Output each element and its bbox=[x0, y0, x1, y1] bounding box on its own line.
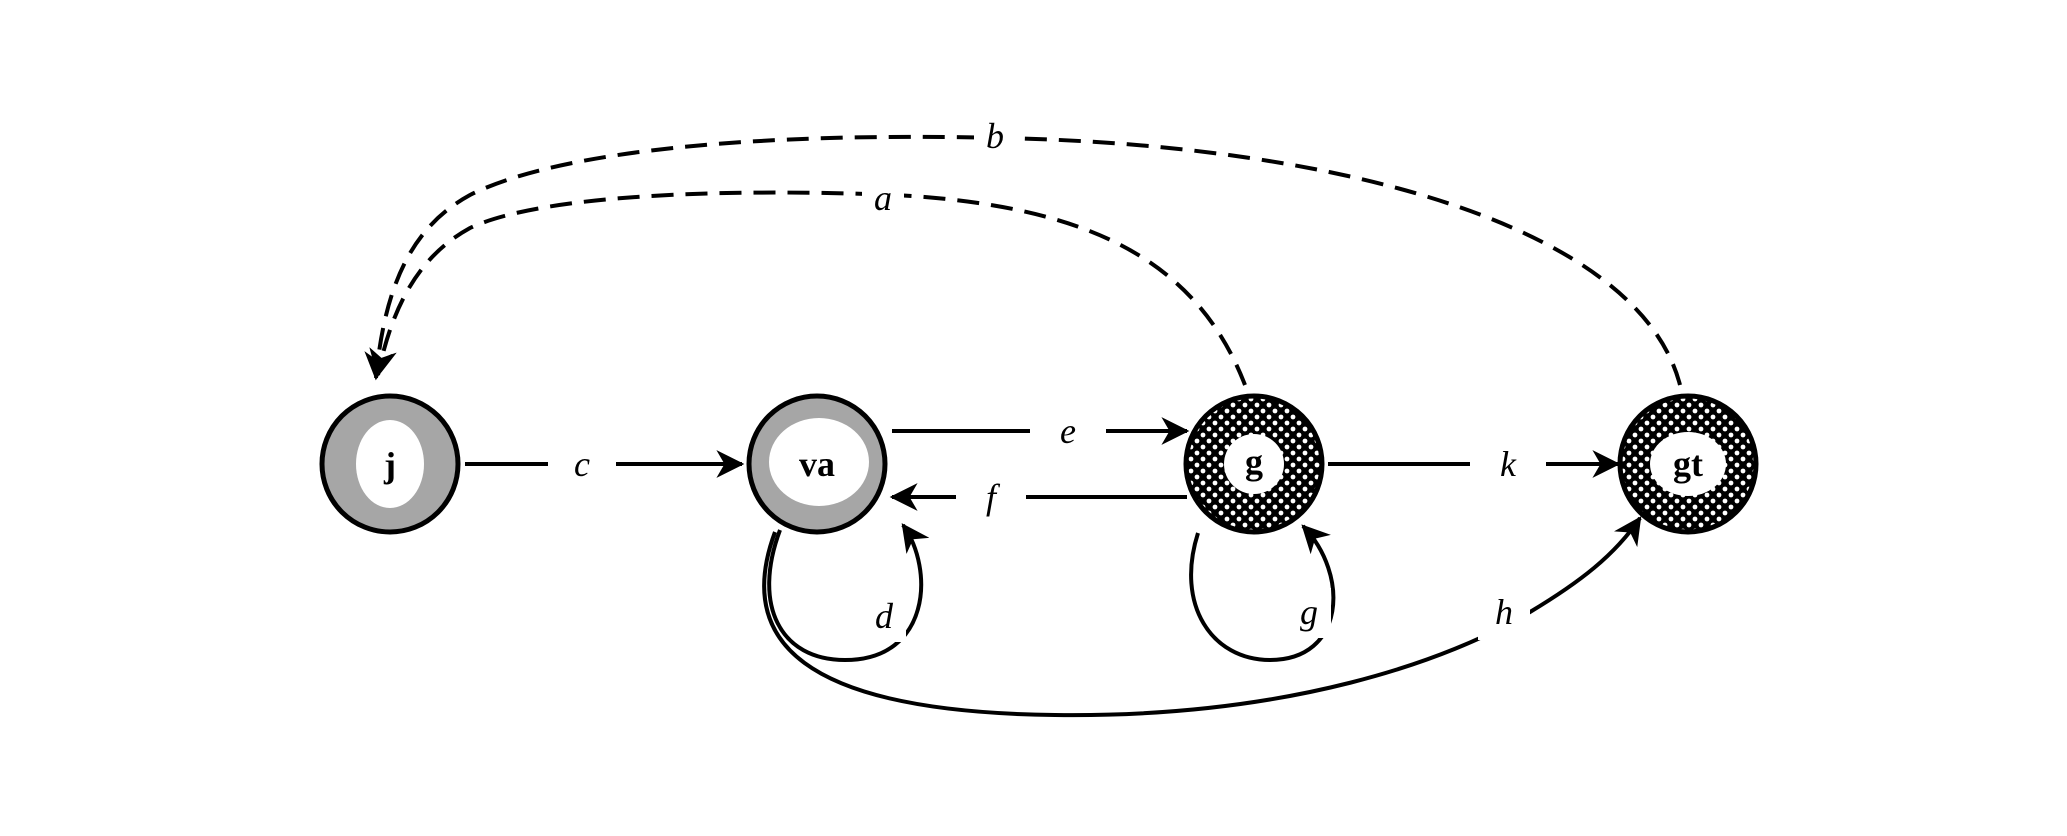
edge-h-path bbox=[762, 516, 1642, 718]
edge-b-label: b bbox=[986, 116, 1004, 156]
edge-f: f bbox=[889, 473, 1187, 523]
node-g[interactable]: g bbox=[1183, 393, 1325, 535]
edge-h: h bbox=[762, 516, 1642, 718]
edge-c: c bbox=[465, 440, 745, 490]
edge-a-path bbox=[369, 190, 1247, 386]
node-j[interactable]: j bbox=[319, 393, 461, 535]
edge-k: k bbox=[1328, 440, 1621, 490]
edge-g-path bbox=[1189, 524, 1336, 663]
node-va[interactable]: va bbox=[746, 393, 888, 535]
edge-d-path bbox=[767, 523, 930, 663]
edge-g-label: g bbox=[1300, 592, 1318, 632]
edge-a-label: a bbox=[874, 178, 892, 218]
edge-d-label: d bbox=[875, 596, 894, 636]
edge-h-label: h bbox=[1495, 592, 1513, 632]
edge-b-path bbox=[364, 134, 1682, 386]
edge-k-label: k bbox=[1500, 444, 1517, 484]
edge-a: a bbox=[369, 174, 1247, 386]
node-j-core bbox=[356, 420, 424, 508]
node-gt-label: gt bbox=[1673, 444, 1703, 484]
node-va-label: va bbox=[799, 444, 835, 484]
node-gt-core bbox=[1650, 432, 1726, 496]
edge-e-label: e bbox=[1060, 411, 1076, 451]
edge-c-label: c bbox=[574, 444, 590, 484]
node-va-core bbox=[769, 418, 869, 506]
node-gt[interactable]: gt bbox=[1617, 393, 1759, 535]
node-g-label: g bbox=[1245, 442, 1263, 482]
edge-b: b bbox=[364, 112, 1682, 386]
node-j-label: j bbox=[383, 445, 396, 485]
edge-g: g bbox=[1189, 524, 1336, 663]
edge-e: e bbox=[892, 407, 1190, 457]
edge-d: d bbox=[767, 523, 930, 663]
node-g-core bbox=[1224, 434, 1284, 494]
